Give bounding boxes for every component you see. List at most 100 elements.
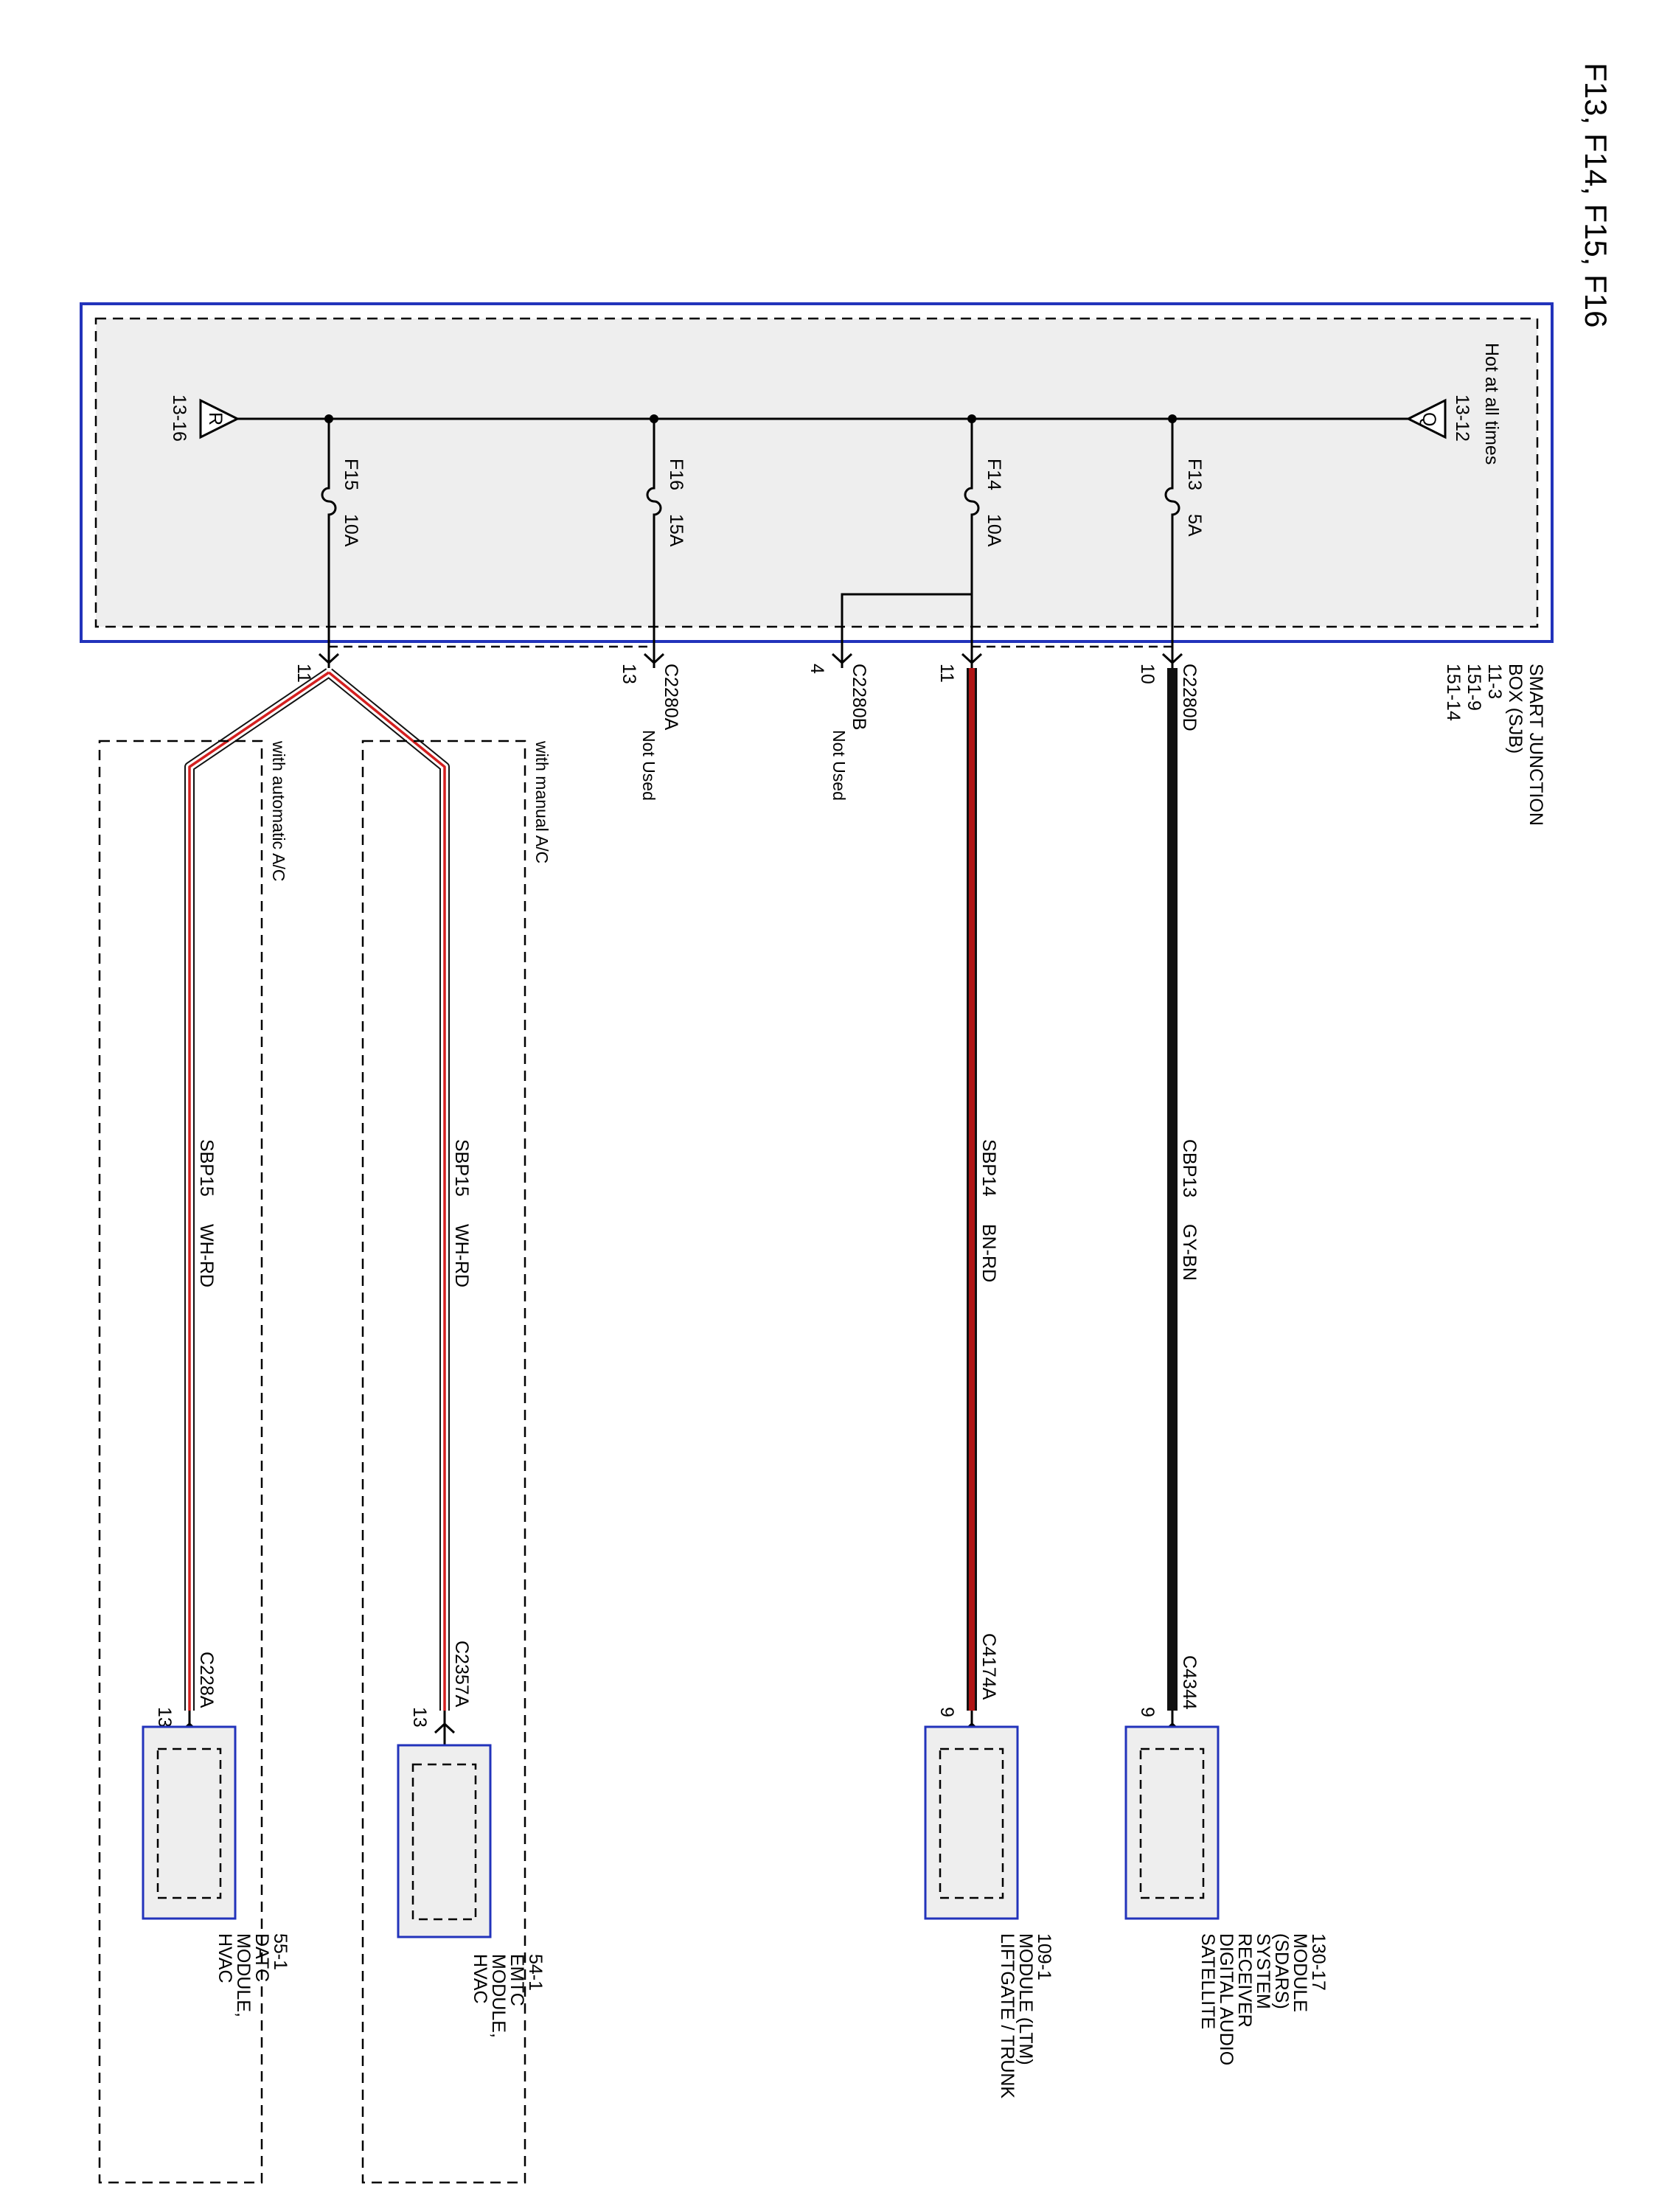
connector-pin: 13 [154, 1707, 175, 1728]
wire-label-color: GY-BN [1179, 1224, 1200, 1281]
device-hvac-emtc: HVAC MODULE, EMTC 54-1 [397, 1744, 546, 2043]
wire-outline [184, 668, 450, 1711]
device-inner [411, 1763, 477, 1921]
wire-label-color: BN-RD [978, 1224, 999, 1282]
fuse-f16-id: F16 [666, 459, 686, 490]
connector-pin: 10 [1137, 664, 1158, 684]
fuse-f16: F16 15A [646, 419, 686, 641]
connector-name: C4344 [1179, 1655, 1200, 1710]
device-label: HVAC MODULE, EMTC 54-1 [470, 1954, 546, 2043]
device-label-line: MODULE (LTM) [1015, 1933, 1036, 2065]
wire-label-color: WH-RD [451, 1224, 472, 1287]
option-manual-ac: with manual A/C [361, 740, 552, 2184]
sjb-pin-f14: 11 [936, 641, 983, 683]
fuse-f13-id: F13 [1184, 459, 1205, 490]
connector-name: C2280A [661, 664, 681, 731]
wire-label-color: WH-RD [196, 1224, 217, 1287]
device-inner [156, 1747, 222, 1899]
fuse-f13: F13 5A [1164, 419, 1205, 641]
fuse-f14: F14 10A [964, 419, 1004, 641]
option-label: with manual A/C [532, 740, 552, 863]
connector-pin: 13 [409, 1707, 430, 1728]
device-label: SATELLITE DIGITAL AUDIO RECEIVER SYSTEM … [1197, 1933, 1329, 2070]
device-label-line: 130-17 [1308, 1933, 1329, 1991]
connector-chevron-icon [961, 653, 983, 665]
device-hvac-datc: HVAC MODULE, DATC 55-1 [142, 1725, 291, 2023]
connector-pin: 4 [807, 664, 827, 674]
device-label-line: 55-1 [270, 1933, 291, 1970]
device-label-line: MODULE, [233, 1933, 254, 2017]
option-label: with automatic A/C [269, 740, 288, 881]
device-label-line: MODULE [1290, 1933, 1310, 2012]
device-label-line: HVAC [470, 1954, 490, 2004]
device-label-line: EMTC [507, 1954, 527, 2006]
connector-note: Not Used [639, 730, 658, 801]
device-inner [1139, 1747, 1205, 1899]
device-liftgate-module: LIFTGATE / TRUNK MODULE (LTM) 109-1 [924, 1725, 1054, 2104]
device-label: LIFTGATE / TRUNK MODULE (LTM) 109-1 [997, 1933, 1054, 2104]
ref-r-symbol: R 13-16 [169, 394, 240, 442]
fuse-f16-rating: 15A [666, 514, 686, 547]
sjb-pin-c2280d: C2280D 10 [1137, 641, 1200, 731]
ref-r-triangle-icon [199, 398, 240, 439]
sjb-label-line: 151-9 [1464, 664, 1484, 711]
device-label-line: 109-1 [1034, 1933, 1054, 1980]
sjb-label-line: BOX (SJB) [1505, 664, 1526, 754]
fuse-f14-icon [964, 419, 980, 641]
device-connector-c2357a: C2357A 13 [409, 1641, 472, 1764]
connector-pin: 11 [936, 664, 957, 683]
device-label-line: HVAC [215, 1933, 235, 1983]
fuse-f13-rating: 5A [1184, 514, 1205, 537]
connector-chevron-icon [643, 653, 665, 665]
ref-q-symbol: Q 13-12 [1405, 394, 1472, 442]
sjb-pin-c2280a: C2280A 13 Not Used [619, 641, 681, 801]
device-label-line: LIFTGATE / TRUNK [997, 1933, 1018, 2098]
option-automatic-ac: with automatic A/C [98, 740, 288, 2184]
connector-chevron-icon [318, 653, 340, 665]
fuse-f15: F15 10A [321, 419, 361, 641]
fuse-f13-icon [1164, 419, 1180, 641]
wire-sbp15-split [184, 668, 450, 1711]
ref-r-page: 13-16 [169, 394, 189, 442]
connector-note: Not Used [830, 730, 849, 801]
wire-label-circuit: SBP15 [451, 1139, 472, 1197]
connector-pin: 13 [619, 664, 639, 684]
connector-pin: 9 [1137, 1707, 1158, 1717]
connector-name: C4174A [978, 1633, 999, 1700]
wire-label-circuit: SBP14 [978, 1139, 999, 1197]
hot-at-all-times-label: Hot at all times [1481, 343, 1502, 465]
connector-name: C2280B [849, 664, 869, 730]
connector-name: C2357A [451, 1641, 472, 1708]
sjb-pin-c2280b: C2280B 4 Not Used [807, 641, 869, 801]
device-sdars-module: SATELLITE DIGITAL AUDIO RECEIVER SYSTEM … [1124, 1725, 1329, 2070]
sjb-label-line: 151-14 [1443, 664, 1464, 721]
device-label: HVAC MODULE, DATC 55-1 [215, 1933, 291, 2023]
device-label-line: DIGITAL AUDIO [1216, 1933, 1237, 2065]
fuse-f15-icon [321, 419, 337, 641]
connector-chevron-icon [831, 653, 853, 665]
sjb-label: SMART JUNCTION BOX (SJB) 11-3 151-9 151-… [1443, 664, 1546, 831]
connector-name: C2280D [1179, 664, 1200, 731]
ref-q-triangle-icon [1405, 398, 1447, 439]
device-label-line: SYSTEM [1253, 1933, 1273, 2009]
wire-red-stripe [188, 671, 446, 1711]
device-inner [939, 1747, 1004, 1899]
device-label-line: (SDARS) [1271, 1933, 1292, 2009]
sjb-label-line: 11-3 [1484, 664, 1505, 699]
device-label-line: 54-1 [525, 1954, 546, 1991]
device-connector-c228a: C228A 13 [154, 1652, 217, 1749]
sjb-inner [94, 317, 1539, 628]
device-label-line: SATELLITE [1197, 1933, 1218, 2029]
smart-junction-box [80, 302, 1554, 643]
device-label-line: MODULE, [488, 1954, 509, 2038]
fuse-f16-icon [646, 419, 662, 641]
option-box [98, 740, 263, 2184]
option-box [361, 740, 526, 2184]
f14-branch-wire [841, 593, 972, 641]
wire-label-circuit: SBP15 [196, 1139, 217, 1197]
device-label-line: DATC [251, 1933, 272, 1982]
connector-name: C228A [196, 1652, 217, 1708]
sjb-pin-f15: 11 [293, 641, 340, 683]
device-label-line: RECEIVER [1234, 1933, 1255, 2028]
